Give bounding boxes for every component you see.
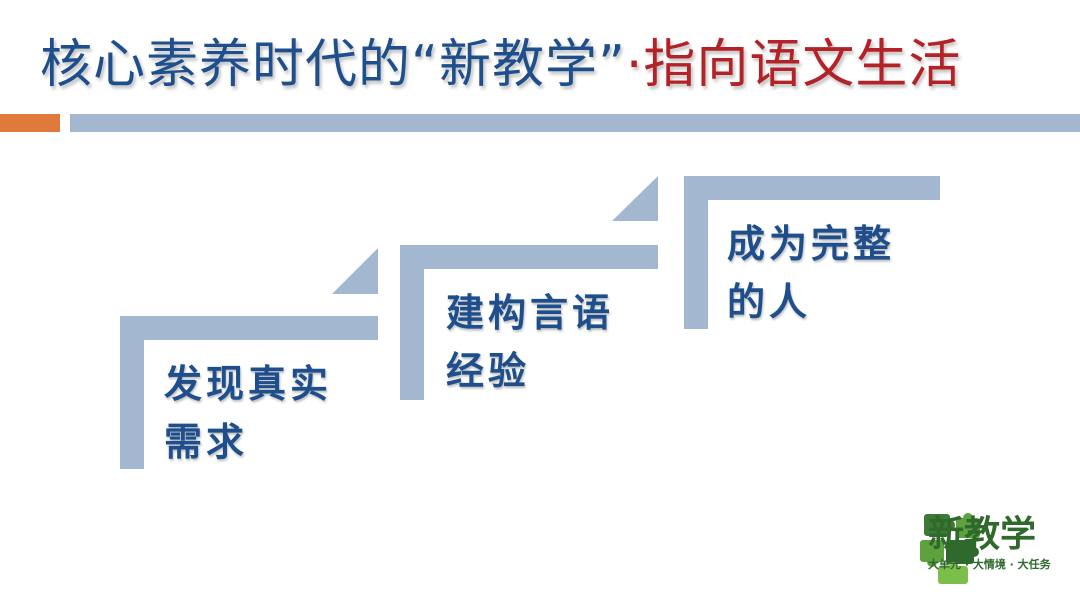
step3-line2: 的人 <box>727 279 812 324</box>
step2-corner <box>612 176 658 221</box>
accent-bar-blue <box>70 114 1080 132</box>
step1-frame-top <box>120 316 378 340</box>
step1-corner <box>332 248 378 294</box>
step1-line2: 需求 <box>164 419 249 464</box>
step1-line1: 发现真实 <box>164 361 333 406</box>
step3-label: 成为完整 的人 <box>727 215 895 331</box>
step1-frame-left <box>120 316 144 469</box>
logo-name: 新教学 <box>928 513 1037 555</box>
step2-frame-left <box>400 245 424 400</box>
step3-frame-top <box>684 176 940 200</box>
step2-frame-top <box>400 245 658 269</box>
step3-line1: 成为完整 <box>727 221 896 266</box>
puzzle-logo-icon <box>920 513 980 584</box>
slide-title: 核心素养时代的“新教学”·指向语文生活 <box>40 22 961 108</box>
title-sub: ·指向语文生活 <box>625 35 962 95</box>
title-main: 核心素养时代的“新教学” <box>40 35 626 95</box>
step2-line2: 经验 <box>446 348 531 393</box>
accent-bar-orange <box>0 114 60 132</box>
step1-label: 发现真实 需求 <box>164 355 332 471</box>
logo-tagline: 大单元 · 大情境 · 大任务 <box>928 558 1051 571</box>
step2-label: 建构言语 经验 <box>446 284 614 400</box>
step3-frame-left <box>684 176 708 329</box>
step2-line1: 建构言语 <box>446 290 615 335</box>
